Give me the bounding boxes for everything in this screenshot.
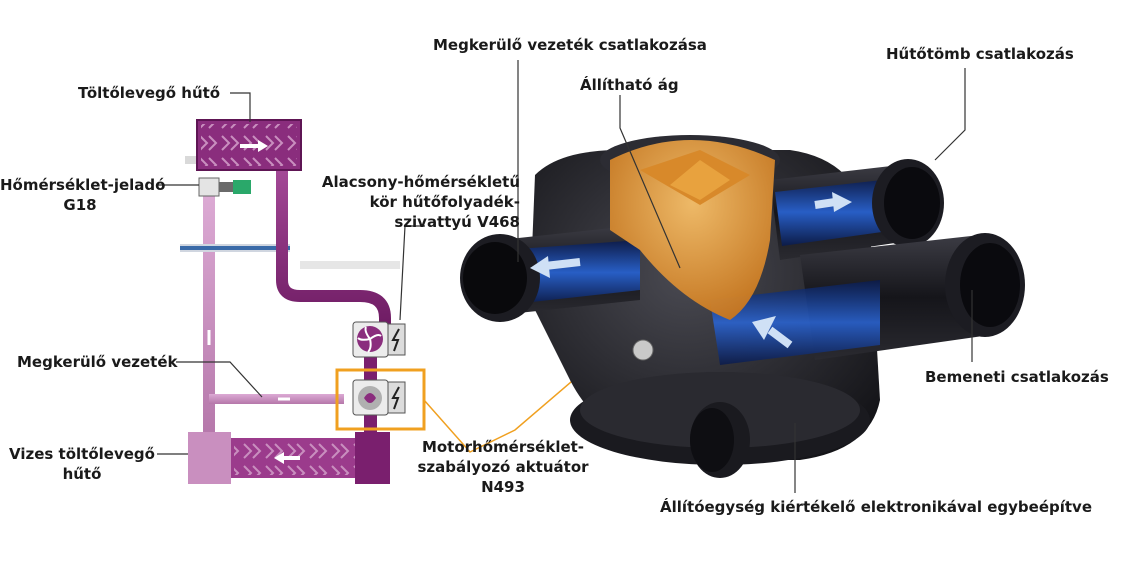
- label-actuator-line3: N493: [481, 478, 525, 496]
- label-temp-sensor: Hőmérséklet-jeladó G18: [0, 175, 166, 215]
- leader-lines-left: [157, 92, 425, 455]
- actuator-leader: [423, 369, 586, 453]
- coolant-schematic: [180, 119, 426, 484]
- label-control-unit: Állítóegység kiértékelő elektronikával e…: [660, 498, 1092, 516]
- label-water-cooler: Vizes töltőlevegő hűtő: [2, 444, 162, 484]
- label-water-cooler-line2: hűtő: [62, 465, 102, 483]
- label-actuator-line2: szabályozó aktuátor: [417, 458, 589, 476]
- leader-lines-right: [517, 60, 973, 493]
- label-temp-sensor-line2: G18: [63, 196, 97, 214]
- label-water-cooler-line1: Vizes töltőlevegő: [9, 445, 155, 463]
- label-pump-line2: kör hűtőfolyadék-: [369, 193, 520, 211]
- label-pump-line1: Alacsony-hőmérsékletű: [321, 173, 520, 191]
- label-actuator-line1: Motorhőmérséklet-: [421, 438, 585, 456]
- label-actuator-n493: Motorhőmérséklet- szabályozó aktuátor N4…: [408, 437, 598, 497]
- label-inlet-connection: Bemeneti csatlakozás: [925, 368, 1109, 386]
- label-bypass-line: Megkerülő vezeték: [17, 353, 178, 371]
- label-block-connection: Hűtőtömb csatlakozás: [886, 45, 1074, 63]
- label-pump-line3: szivattyú V468: [394, 213, 520, 231]
- label-bypass-connection: Megkerülő vezeték csatlakozása: [433, 36, 707, 54]
- thermostat-valve-illustration: [460, 135, 1025, 478]
- label-adjustable-branch: Állítható ág: [580, 76, 679, 94]
- label-charge-air-cooler: Töltőlevegő hűtő: [78, 84, 221, 102]
- label-pump-v468: Alacsony-hőmérsékletű kör hűtőfolyadék- …: [290, 172, 520, 232]
- label-temp-sensor-line1: Hőmérséklet-jeladó: [0, 176, 166, 194]
